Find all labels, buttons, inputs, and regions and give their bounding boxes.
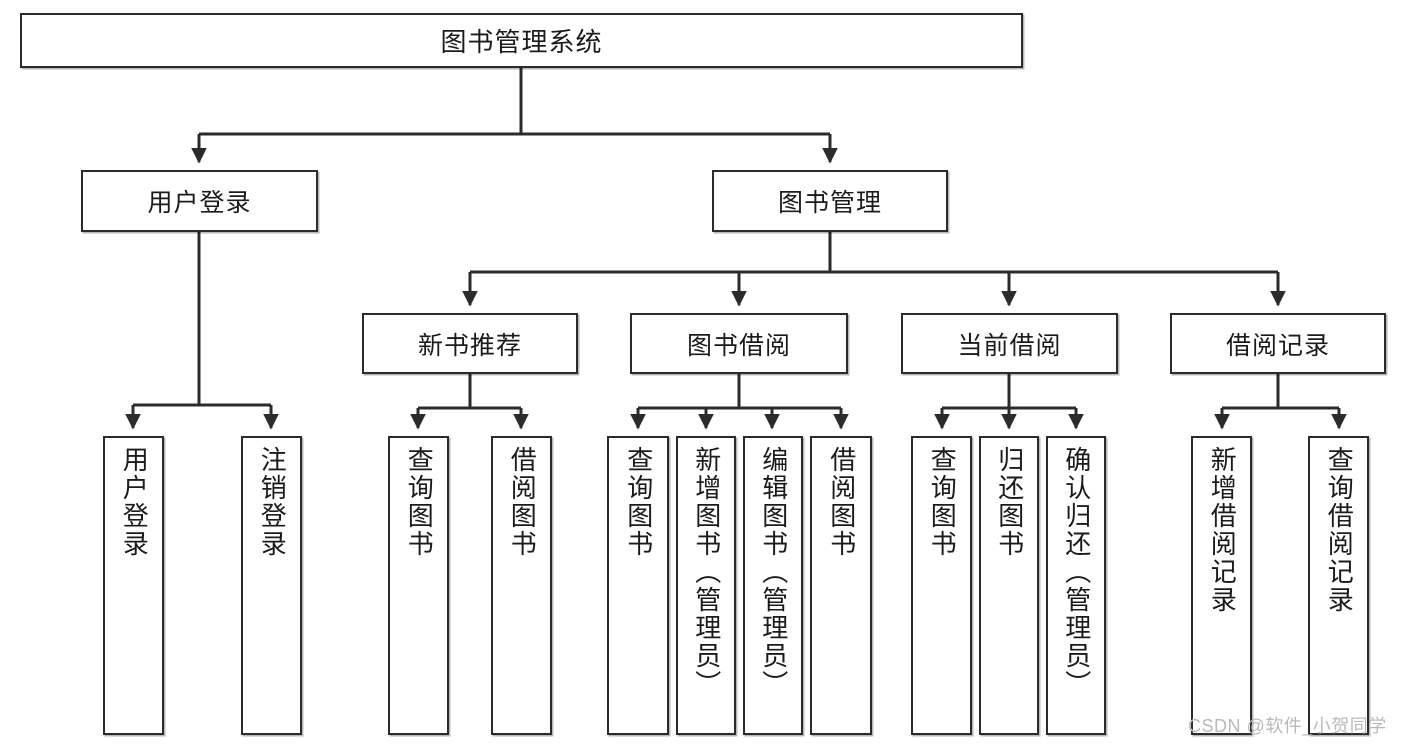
leaf-label: 查询图书 [623, 446, 654, 558]
leaf-confirm-return-admin[interactable]: 确认归还（管理员） [1046, 436, 1106, 735]
leaf-label: 新增借阅记录 [1207, 446, 1238, 614]
leaf-query-book-borrow[interactable]: 查询图书 [607, 436, 669, 735]
leaf-label: 归还图书 [994, 446, 1025, 558]
leaf-label: 用户登录 [119, 446, 150, 558]
leaf-query-borrow-record[interactable]: 查询借阅记录 [1308, 436, 1369, 735]
node-current-borrow[interactable]: 当前借阅 [901, 313, 1118, 374]
leaf-user-logout[interactable]: 注销登录 [241, 436, 302, 735]
node-root-book-management-system[interactable]: 图书管理系统 [20, 13, 1023, 68]
leaf-add-borrow-record[interactable]: 新增借阅记录 [1191, 436, 1252, 735]
leaf-label: 确认归还（管理员） [1061, 446, 1092, 698]
leaf-label: 查询图书 [404, 446, 435, 558]
leaf-query-book-current[interactable]: 查询图书 [911, 436, 972, 735]
node-borrow-record[interactable]: 借阅记录 [1170, 313, 1386, 374]
leaf-user-login[interactable]: 用户登录 [103, 436, 164, 735]
leaf-label: 借阅图书 [826, 446, 857, 558]
node-book-management[interactable]: 图书管理 [712, 170, 948, 232]
leaf-label: 借阅图书 [507, 446, 538, 558]
leaf-label: 查询借阅记录 [1324, 446, 1355, 614]
leaf-borrow-book-recommend[interactable]: 借阅图书 [491, 436, 552, 735]
node-user-login[interactable]: 用户登录 [81, 170, 318, 232]
node-book-borrow[interactable]: 图书借阅 [630, 313, 848, 374]
leaf-edit-book-admin[interactable]: 编辑图书（管理员） [743, 436, 803, 735]
leaf-label: 查询图书 [927, 446, 958, 558]
leaf-query-book-recommend[interactable]: 查询图书 [388, 436, 449, 735]
leaf-borrow-book[interactable]: 借阅图书 [810, 436, 872, 735]
leaf-add-book-admin[interactable]: 新增图书（管理员） [676, 436, 736, 735]
leaf-label: 注销登录 [257, 446, 288, 558]
leaf-label: 新增图书（管理员） [691, 446, 722, 698]
leaf-label: 编辑图书（管理员） [758, 446, 789, 698]
leaf-return-book[interactable]: 归还图书 [979, 436, 1039, 735]
node-new-book-recommend[interactable]: 新书推荐 [362, 313, 578, 374]
